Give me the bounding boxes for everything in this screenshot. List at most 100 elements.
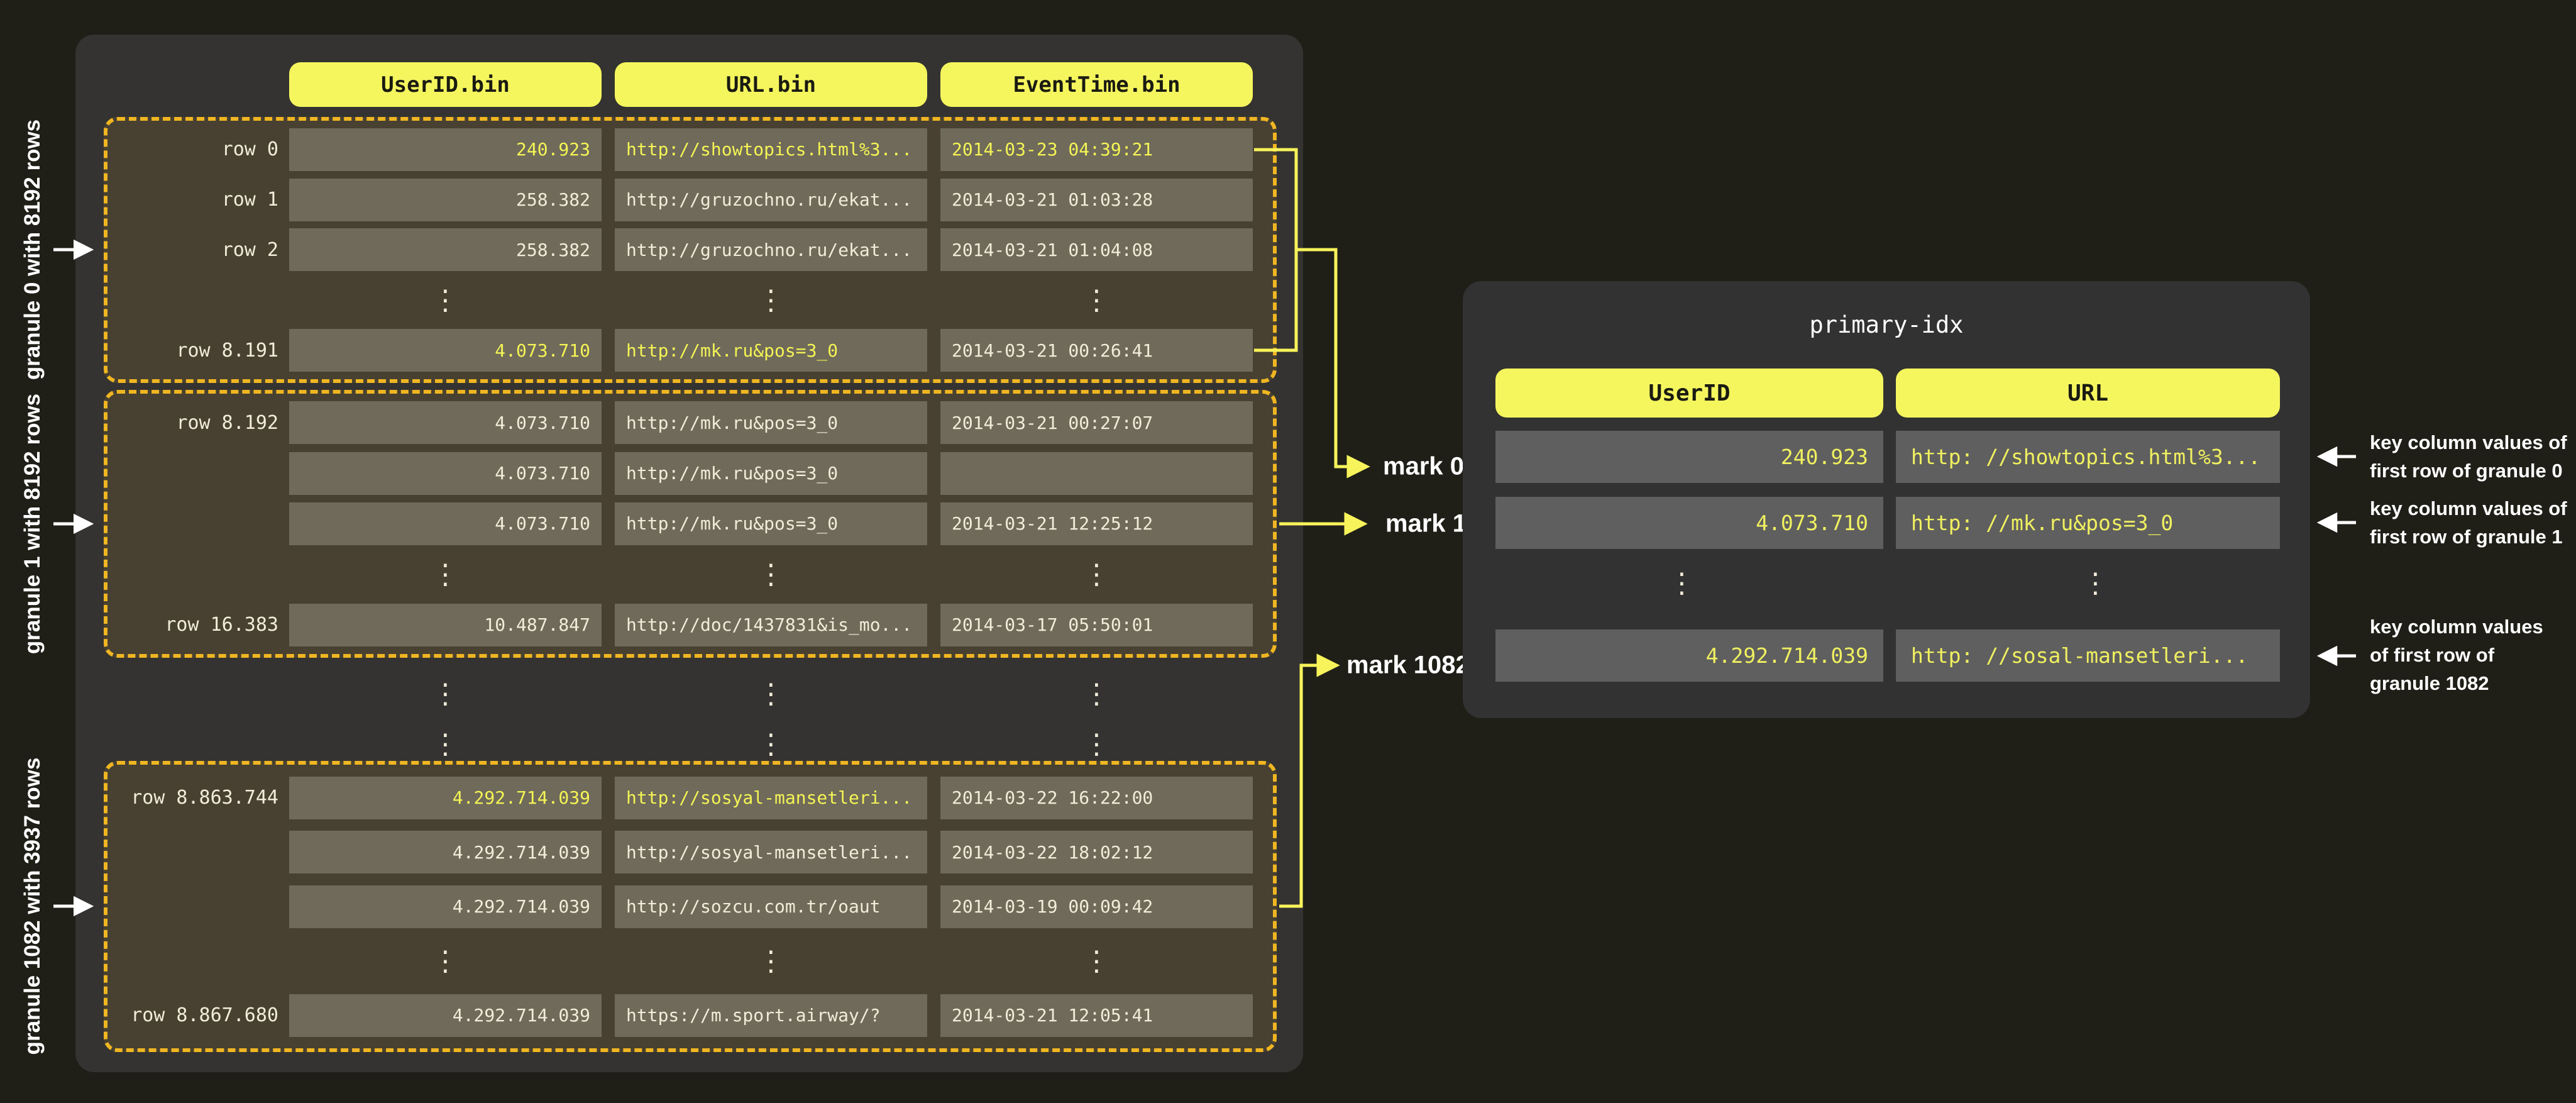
cell-url: http://doc/1437831&is_mo... — [615, 603, 927, 646]
annotation-line: granule 1082 — [2370, 672, 2489, 694]
annotation-line: of first row of — [2370, 644, 2495, 666]
index-cell-url: http: //sosal-mansetleri... — [1896, 629, 2280, 682]
granule-1082-side-label: granule 1082 with 3937 rows — [20, 757, 45, 1055]
cell-userid: 4.073.710 — [289, 502, 602, 545]
table-row: row 8.191 4.073.710 http://mk.ru&pos=3_0… — [107, 329, 1273, 372]
userid-bin-header: UserID.bin — [289, 62, 602, 107]
cell-eventtime: 2014-03-21 00:26:41 — [940, 329, 1253, 372]
annotation-line: first row of granule 0 — [2370, 460, 2563, 482]
granule-1082-box: row 8.863.744 4.292.714.039 http://sosya… — [104, 761, 1277, 1052]
cell-eventtime-empty — [940, 452, 1253, 495]
mark-1-label: mark 1 — [1385, 509, 1467, 538]
cell-eventtime: 2014-03-21 01:04:08 — [940, 228, 1253, 272]
cell-url: http://gruzochno.ru/ekat... — [615, 228, 927, 272]
vertical-ellipsis: ⋮ — [1082, 945, 1111, 977]
vertical-ellipsis: ⋮ — [757, 728, 785, 760]
cell-userid: 4.073.710 — [289, 452, 602, 495]
cell-eventtime: 2014-03-21 12:25:12 — [940, 502, 1253, 545]
cell-eventtime: 2014-03-22 18:02:12 — [940, 831, 1253, 873]
cell-userid: 258.382 — [289, 178, 602, 221]
annotation-line: key column values — [2370, 616, 2543, 638]
granule-0-side-label: granule 0 with 8192 rows — [20, 119, 45, 380]
table-row: row 0 240.923 http://showtopics.html%3..… — [107, 128, 1273, 171]
vertical-ellipsis: ⋮ — [431, 558, 460, 590]
row-label: row 16.383 — [165, 614, 278, 636]
index-header-row: UserID URL — [1495, 369, 2280, 418]
table-row: row 2 258.382 http://gruzochno.ru/ekat..… — [107, 228, 1273, 272]
mark-0-label: mark 0 — [1383, 452, 1464, 480]
table-row: row 8.192 4.073.710 http://mk.ru&pos=3_0… — [107, 401, 1273, 445]
cell-userid: 4.292.714.039 — [289, 885, 602, 928]
ellipsis-row: ⋮ ⋮ — [1495, 561, 2280, 605]
vertical-ellipsis: ⋮ — [1668, 567, 1696, 599]
vertical-ellipsis: ⋮ — [757, 558, 785, 590]
index-row: 4.073.710 http: //mk.ru&pos=3_0 — [1495, 497, 2280, 549]
cell-userid: 4.292.714.039 — [289, 776, 602, 819]
url-bin-header: URL.bin — [615, 62, 927, 107]
vertical-ellipsis: ⋮ — [431, 728, 460, 760]
cell-eventtime: 2014-03-21 00:27:07 — [940, 401, 1253, 445]
row-label: row 8.191 — [176, 339, 278, 362]
table-row: 4.073.710 http://mk.ru&pos=3_0 — [107, 452, 1273, 495]
cell-eventtime: 2014-03-23 04:39:21 — [940, 128, 1253, 171]
primary-index-title: primary-idx — [1809, 311, 1964, 338]
cell-userid: 4.292.714.039 — [289, 831, 602, 873]
ellipsis-row: ⋮ ⋮ ⋮ — [107, 279, 1273, 321]
cell-eventtime: 2014-03-21 01:03:28 — [940, 178, 1253, 221]
vertical-ellipsis: ⋮ — [757, 945, 785, 977]
cell-url: http://mk.ru&pos=3_0 — [615, 401, 927, 445]
cell-userid: 258.382 — [289, 228, 602, 272]
row-label: row 8.863.744 — [131, 787, 278, 809]
vertical-ellipsis: ⋮ — [1082, 677, 1111, 710]
vertical-ellipsis: ⋮ — [431, 677, 460, 710]
cell-url: http://mk.ru&pos=3_0 — [615, 329, 927, 372]
primary-index-panel: primary-idx UserID URL 240.923 http: //s… — [1463, 281, 2310, 718]
index-row: 4.292.714.039 http: //sosal-mansetleri..… — [1495, 629, 2280, 682]
vertical-ellipsis: ⋮ — [431, 945, 460, 977]
table-row: row 8.867.680 4.292.714.039 https://m.sp… — [107, 994, 1273, 1037]
cell-eventtime: 2014-03-22 16:22:00 — [940, 776, 1253, 819]
row-label: row 8.867.680 — [131, 1004, 278, 1026]
vertical-ellipsis: ⋮ — [1082, 728, 1111, 760]
annotation-line: key column values of — [2370, 497, 2567, 519]
mark-0-arrow — [1296, 248, 1370, 479]
vertical-ellipsis: ⋮ — [757, 284, 785, 316]
vertical-ellipsis: ⋮ — [757, 677, 785, 710]
vertical-ellipsis: ⋮ — [2081, 567, 2110, 599]
row-label: row 1 — [221, 189, 278, 211]
cell-userid: 240.923 — [289, 128, 602, 171]
cell-url: http://showtopics.html%3... — [615, 128, 927, 171]
granule-1-side-label: granule 1 with 8192 rows — [20, 393, 45, 655]
vertical-ellipsis: ⋮ — [1082, 284, 1111, 316]
cell-url: http://mk.ru&pos=3_0 — [615, 502, 927, 545]
index-cell-userid: 240.923 — [1495, 431, 1883, 483]
cell-userid: 4.073.710 — [289, 401, 602, 445]
table-row: row 16.383 10.487.847 http://doc/1437831… — [107, 603, 1273, 646]
cell-url: http://mk.ru&pos=3_0 — [615, 452, 927, 495]
cell-url: http://sozcu.com.tr/oaut — [615, 885, 927, 928]
mark-1082-label: mark 1082 — [1346, 651, 1470, 679]
ellipsis-row: ⋮ ⋮ ⋮ — [107, 676, 1273, 711]
annotation-line: key column values of — [2370, 431, 2567, 453]
granule-0-box: row 0 240.923 http://showtopics.html%3..… — [104, 117, 1277, 383]
table-row: row 8.863.744 4.292.714.039 http://sosya… — [107, 776, 1273, 819]
cell-url: http://sosyal-mansetleri... — [615, 776, 927, 819]
table-row: row 1 258.382 http://gruzochno.ru/ekat..… — [107, 178, 1273, 221]
vertical-ellipsis: ⋮ — [431, 284, 460, 316]
table-row: 4.292.714.039 http://sozcu.com.tr/oaut 2… — [107, 885, 1273, 928]
eventtime-bin-header: EventTime.bin — [940, 62, 1253, 107]
annotation-line: first row of granule 1 — [2370, 526, 2563, 548]
cell-userid: 10.487.847 — [289, 603, 602, 646]
index-cell-userid: 4.292.714.039 — [1495, 629, 1883, 682]
cell-url: http://gruzochno.ru/ekat... — [615, 178, 927, 221]
index-cell-url: http: //showtopics.html%3... — [1896, 431, 2280, 483]
cell-eventtime: 2014-03-21 12:05:41 — [940, 994, 1253, 1037]
cell-eventtime: 2014-03-17 05:50:01 — [940, 603, 1253, 646]
ellipsis-row: ⋮ ⋮ ⋮ — [107, 939, 1273, 982]
table-row: 4.073.710 http://mk.ru&pos=3_0 2014-03-2… — [107, 502, 1273, 545]
row-label: row 0 — [221, 138, 278, 161]
granule-1-box: row 8.192 4.073.710 http://mk.ru&pos=3_0… — [104, 390, 1277, 658]
column-files-panel: UserID.bin URL.bin EventTime.bin row 0 2… — [75, 35, 1303, 1072]
index-row: 240.923 http: //showtopics.html%3... — [1495, 431, 2280, 483]
vertical-ellipsis: ⋮ — [1082, 558, 1111, 590]
